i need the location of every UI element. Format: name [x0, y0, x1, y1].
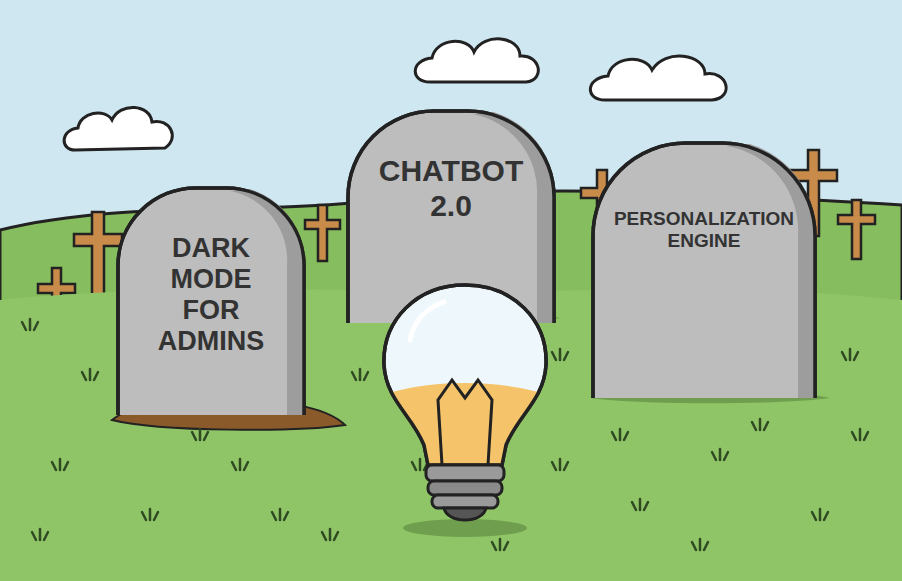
tombstone-outline	[590, 140, 818, 398]
tombstone: DARK MODE FOR ADMINS	[115, 185, 307, 415]
lightbulb	[372, 280, 552, 542]
tombstone-inscription: CHATBOT 2.0	[369, 154, 534, 223]
tombstone-inscription: PERSONALIZATION ENGINE	[601, 208, 807, 252]
tombstone: PERSONALIZATION ENGINE	[590, 140, 818, 398]
tombstone-inscription: DARK MODE FOR ADMINS	[151, 233, 271, 357]
